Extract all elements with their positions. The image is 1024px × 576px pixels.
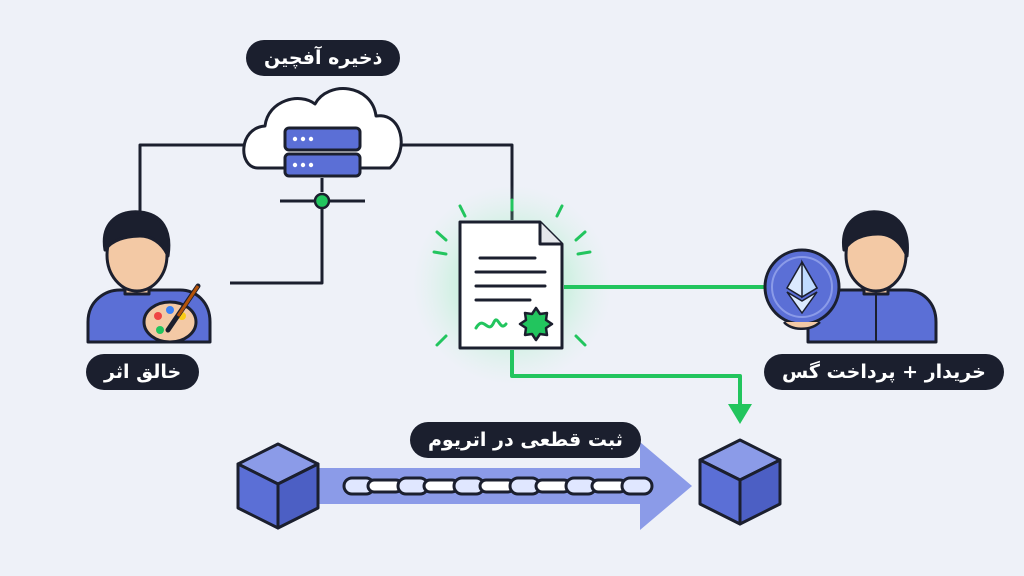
label-blockchain: ثبت قطعی در اتریوم [410, 422, 641, 458]
buyer-person-icon [806, 210, 938, 344]
line-cloud-to-creator [138, 143, 255, 230]
label-creator: خالق اثر [86, 354, 200, 390]
label-buyer: خریدار + پرداخت گس [764, 354, 1004, 390]
green-arrowhead [728, 404, 752, 424]
line-server-to-creator [230, 202, 324, 285]
green-connectors [510, 285, 770, 408]
line-certificate-to-block [510, 350, 742, 408]
palette-icon [142, 283, 201, 344]
label-cloud-storage: ذخیره آفچین [246, 40, 401, 76]
chain-icon [342, 476, 654, 496]
certificate-document-icon [458, 220, 564, 350]
block-cube-icon-left [236, 442, 320, 530]
ethereum-coin-icon [763, 248, 841, 330]
glow-rays [432, 198, 592, 347]
server-icon [280, 126, 365, 210]
block-cube-icon-right [698, 438, 782, 526]
